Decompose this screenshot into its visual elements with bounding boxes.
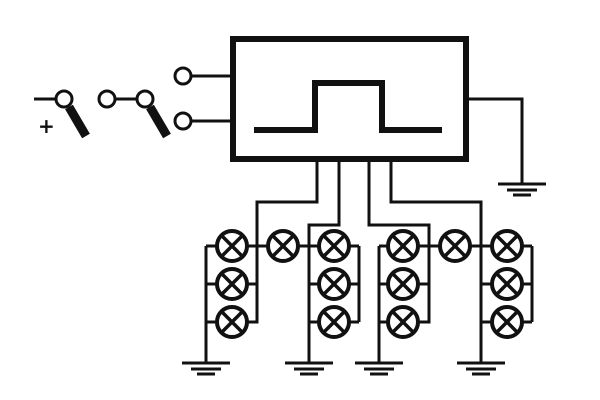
ground-icon: [182, 361, 230, 376]
lamp-icon: [490, 229, 524, 263]
polarity-label: +: [38, 114, 55, 138]
output-wire: [469, 97, 524, 184]
lamp-icon: [386, 305, 420, 339]
square-pulse-icon: [254, 80, 442, 133]
lamp-icon: [317, 267, 351, 301]
lamp-icon: [438, 229, 472, 263]
ground-icon: [285, 361, 333, 376]
input-terminals: [173, 66, 232, 131]
ground-icon: [457, 361, 505, 376]
lamp-icon: [490, 305, 524, 339]
switch-lever: [146, 104, 171, 139]
lamp-icon: [317, 229, 351, 263]
switch-terminal: [135, 89, 155, 109]
lamp-icon: [215, 267, 249, 301]
lamp-icon: [386, 267, 420, 301]
lamp-icon: [386, 229, 420, 263]
lamp-icon: [317, 305, 351, 339]
lamp-icon: [215, 229, 249, 263]
switch-terminal: [97, 89, 117, 109]
switch-1: [34, 89, 90, 139]
switch-terminal: [54, 89, 74, 109]
ground-icon: [355, 361, 403, 376]
terminal-1: [173, 66, 193, 86]
pulse-generator-box: [230, 36, 469, 162]
terminal-2: [173, 111, 193, 131]
ground-icon: [498, 182, 546, 197]
switch-lever: [65, 104, 90, 139]
lamp-icon: [490, 267, 524, 301]
switch-2: [97, 89, 171, 139]
lamp-icon: [266, 229, 300, 263]
lamp-icon: [215, 305, 249, 339]
